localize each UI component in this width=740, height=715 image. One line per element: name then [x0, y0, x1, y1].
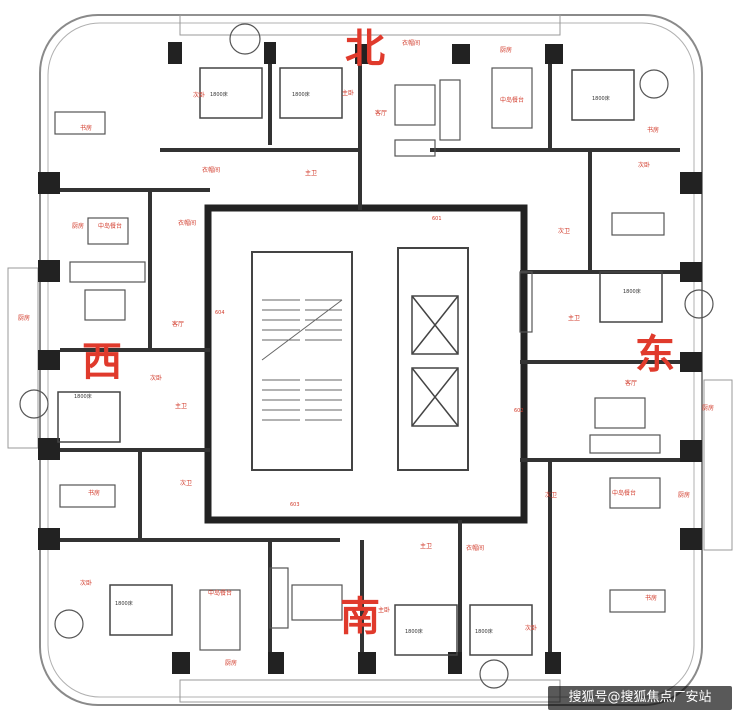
- room-label: 中岛餐台: [98, 222, 122, 230]
- room-label: 中岛餐台: [208, 589, 232, 597]
- direction-west: 西: [82, 339, 122, 385]
- room-label: 厨房: [678, 491, 690, 499]
- bed-label-group: 1800床 1800床 1800床 1800床 1800床 1800床 1800…: [74, 91, 641, 635]
- room-label: 主卫: [420, 542, 432, 550]
- corridor-labels: 601 602 603 604: [215, 216, 524, 508]
- room-label: 中岛餐台: [612, 489, 636, 497]
- room-label: 次卧: [150, 374, 162, 382]
- bed-label: 1800床: [74, 393, 92, 400]
- bed-label: 1800床: [592, 95, 610, 102]
- room-label: 衣帽间: [402, 39, 420, 47]
- room-label: 次卧: [193, 91, 205, 99]
- room-label: 次卧: [525, 624, 537, 632]
- room-label: 书房: [80, 124, 92, 132]
- balcony-north: [179, 14, 561, 36]
- direction-east: 东: [635, 332, 675, 378]
- room-label: 书房: [647, 126, 659, 134]
- room-label: 次卫: [558, 227, 570, 235]
- room-label: 衣帽间: [466, 544, 484, 552]
- direction-south: 南: [340, 594, 380, 640]
- direction-north: 北: [345, 26, 385, 72]
- partition-walls: [60, 64, 680, 652]
- corridor-label: 603: [290, 502, 300, 508]
- room-label: 书房: [88, 489, 100, 497]
- corridor-label: 602: [514, 408, 524, 414]
- bed-label: 1800床: [210, 91, 228, 98]
- corridor-label: 601: [432, 216, 442, 222]
- room-label: 主卫: [568, 314, 580, 322]
- room-label: 衣帽间: [202, 166, 220, 174]
- bed-label: 1800床: [405, 628, 423, 635]
- room-label: 主卫: [175, 402, 187, 410]
- furniture: [19, 23, 714, 689]
- balcony-east: [703, 379, 733, 551]
- balcony-west: [7, 267, 39, 449]
- room-label: 客厅: [172, 320, 184, 328]
- elevator-cars: [411, 295, 459, 427]
- bed-label: 1800床: [475, 628, 493, 635]
- room-label: 次卧: [80, 579, 92, 587]
- room-label: 次卫: [545, 491, 557, 499]
- stairwell: [251, 251, 353, 471]
- room-label: 主卫: [305, 169, 317, 177]
- room-label: 厨房: [72, 222, 84, 230]
- room-label: 厨房: [500, 46, 512, 54]
- room-label: 客厅: [625, 379, 637, 387]
- room-label: 厨房: [225, 659, 237, 667]
- room-label: 客厅: [375, 109, 387, 117]
- elevator-hall: [397, 247, 469, 471]
- beds: [57, 67, 663, 656]
- room-label: 厨房: [702, 404, 714, 412]
- room-label: 次卫: [180, 479, 192, 487]
- room-label: 中岛餐台: [500, 96, 524, 104]
- watermark: 搜狐号@搜狐焦点厂安站: [548, 686, 732, 710]
- room-label: 次卧: [638, 161, 650, 169]
- bed-label: 1800床: [623, 288, 641, 295]
- bed-label: 1800床: [115, 600, 133, 607]
- room-label: 衣帽间: [178, 219, 196, 227]
- room-label: 主卧: [378, 606, 390, 614]
- room-label: 书房: [645, 594, 657, 602]
- room-labels: 次卧 主卧 衣帽间 客厅 厨房 中岛餐台 书房 次卧 书房 厨房 中岛餐台 衣帽…: [18, 39, 714, 667]
- room-label: 主卧: [342, 89, 354, 97]
- columns: [38, 42, 702, 674]
- room-label: 厨房: [18, 314, 30, 322]
- bed-label: 1800床: [292, 91, 310, 98]
- direction-markers: 北 南 东 西: [82, 26, 675, 640]
- stair-steps: [261, 299, 343, 421]
- corridor-label: 604: [215, 310, 225, 316]
